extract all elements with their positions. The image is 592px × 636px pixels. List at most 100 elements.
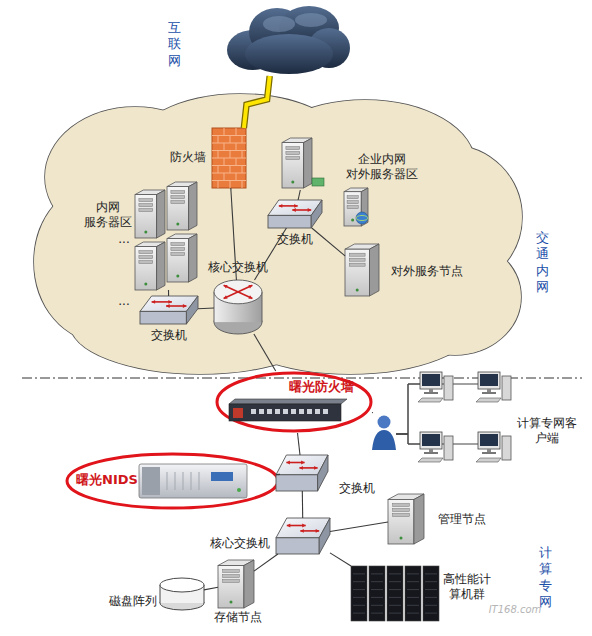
cable-line [312, 228, 345, 256]
rack-unit [371, 613, 383, 614]
node-icon [225, 4, 350, 76]
drive-bay [223, 570, 240, 573]
node-label: 高性能计算机群 [442, 572, 492, 602]
node-label: 磁盘阵列 [108, 594, 158, 609]
monitor-screen [480, 434, 498, 446]
rack-unit [389, 597, 401, 598]
brick-joint [212, 180, 246, 181]
server-side [244, 560, 254, 608]
node-label: 企业内网 对外服务器区 [342, 152, 422, 182]
drive-bay [223, 580, 240, 583]
drive-bay [347, 201, 358, 204]
switch-front [268, 215, 311, 228]
drive-bay [349, 263, 365, 266]
network-node: 企业内网 对外服务器区 [282, 138, 330, 190]
network-node: 交换机 [140, 296, 198, 324]
brick-joint [218, 181, 219, 189]
drive-bay [171, 253, 185, 256]
server-side [304, 138, 312, 188]
client-wire [396, 384, 478, 434]
free-label: 计算专网 [538, 545, 553, 610]
node-label: 交换机 [332, 481, 382, 496]
node-icon [276, 518, 330, 554]
device-front [229, 404, 341, 421]
brick-joint [242, 136, 243, 144]
pc-tower [502, 436, 511, 460]
brick-joint [230, 181, 231, 189]
arrow-head [287, 524, 291, 528]
network-node: 曙光NIDS [65, 452, 280, 510]
arrow-head [248, 285, 252, 288]
cable-line [204, 587, 218, 590]
brick-joint [224, 143, 225, 151]
free-label: ... [112, 294, 136, 309]
rack-unit [353, 589, 365, 590]
drive-bay [393, 509, 410, 512]
arrow-head [302, 524, 306, 528]
keyboard [476, 458, 501, 462]
rack-cabinet [405, 566, 421, 621]
node-label: 计算专网客户端 [516, 416, 578, 446]
rack-unit [371, 573, 383, 574]
monitor [420, 372, 442, 389]
cable-line [168, 290, 169, 296]
drive-bay [347, 206, 358, 209]
node-label: 防火墙 [166, 150, 210, 165]
network-node: 计算专网客户端 [372, 372, 512, 472]
network-node: 防火墙 [212, 128, 246, 188]
monitor-base [482, 392, 496, 394]
node-icon [212, 128, 246, 188]
highlight-ellipse [67, 454, 278, 508]
cable-line [372, 412, 373, 413]
highlight-ellipse [217, 373, 371, 431]
drive-bay [223, 575, 240, 578]
network-port [259, 409, 264, 414]
rack-unit [407, 573, 419, 574]
globe-icon [356, 212, 368, 224]
node-label: 管理节点 [432, 512, 492, 527]
network-node: 对外服务节点 [345, 244, 379, 296]
device-badge [233, 408, 243, 418]
brick-joint [212, 135, 246, 136]
monitor [420, 432, 442, 449]
power-led [237, 488, 241, 492]
network-node: 互联网 [225, 4, 350, 76]
cloud-fill [70, 137, 490, 347]
cable-line [302, 491, 304, 518]
monitor-screen [422, 434, 440, 446]
arrow-head [183, 304, 187, 308]
monitor-base [424, 392, 438, 394]
node-icon [140, 296, 198, 324]
keyboard [418, 458, 443, 462]
monitor-base [482, 452, 496, 454]
brick-joint [212, 158, 246, 159]
rack-unit [353, 613, 365, 614]
monitor-stand [487, 449, 491, 452]
switch-side [311, 200, 322, 228]
power-led [176, 275, 179, 278]
server-front [135, 247, 157, 290]
drive-bay [393, 504, 410, 507]
arrow-head [300, 529, 304, 533]
drive-bay [171, 196, 185, 199]
rack-unit [425, 613, 437, 614]
switch-front [140, 311, 186, 324]
drive-bay [171, 248, 185, 251]
network-card [312, 178, 324, 186]
cable-line [231, 188, 237, 280]
brick-joint [230, 136, 231, 144]
drive-bay [171, 201, 185, 204]
rack-unit [407, 605, 419, 606]
drive-bay [139, 256, 153, 259]
switch-side [319, 518, 330, 554]
monitor [478, 432, 500, 449]
pc-tower [444, 376, 453, 400]
network-cable [254, 334, 276, 371]
traffic-arrow [224, 285, 253, 298]
network-cable [198, 308, 214, 310]
appliance-case [139, 464, 247, 498]
rack-unit [389, 605, 401, 606]
brick-joint [242, 151, 243, 159]
drive-bay [286, 157, 300, 160]
drive-bay [139, 204, 153, 207]
